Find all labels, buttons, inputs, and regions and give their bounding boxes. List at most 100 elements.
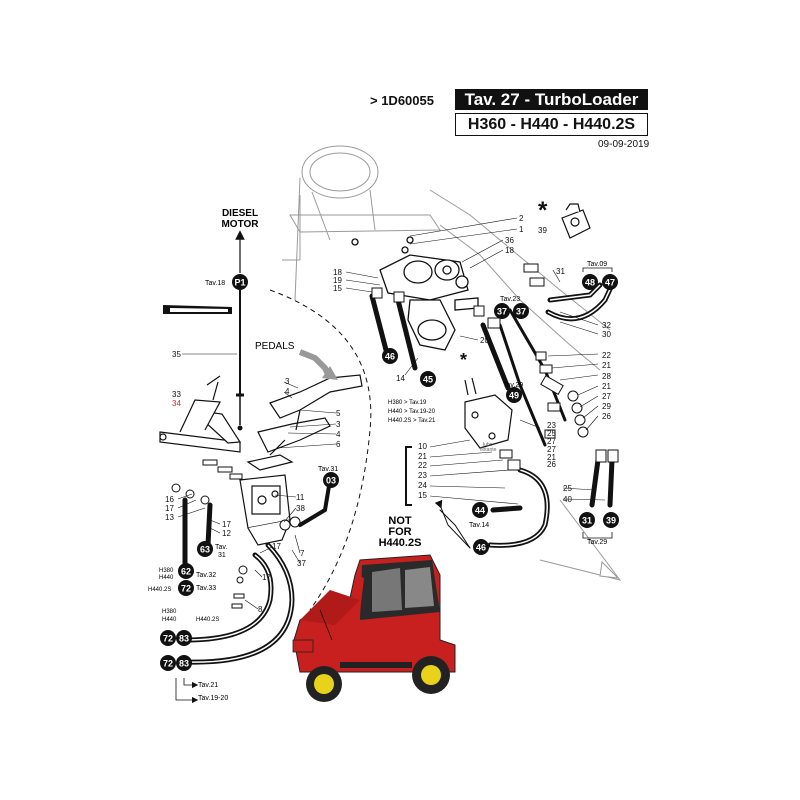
part-number-p29: 29 (602, 402, 611, 411)
tav29-ref-b: Tav.29 (587, 539, 607, 546)
badge-c37b: 37 (513, 303, 529, 319)
part-number-p8: 8 (258, 605, 263, 614)
part-number-p21a: 21 (602, 361, 611, 370)
fittings-right (371, 263, 619, 471)
not-for-label-2: FOR (388, 526, 411, 538)
tav32-ref: Tav.32 (196, 572, 216, 579)
catalog-code: > 1D60055 (370, 93, 434, 108)
part-number-p33: 33 (172, 390, 181, 399)
badge-p1: P1 (232, 274, 248, 290)
badge-label-c46b: 46 (476, 543, 486, 553)
part-number-p35: 35 (172, 350, 181, 359)
part-number-p24: 24 (418, 481, 427, 490)
tav29-ref-a: Tav.29 (503, 382, 523, 389)
revision-date: 09-09-2019 (598, 139, 650, 150)
throttle-cable (236, 290, 244, 431)
tav21-ref: Tav.21 (198, 682, 218, 689)
part-number-p16: 16 (165, 495, 174, 504)
part-number-p27b: 27 (547, 437, 556, 446)
part-number-p3a: 3 (285, 377, 290, 386)
part-number-p4b: 4 (336, 430, 341, 439)
part-number-p18b: 18 (333, 268, 342, 277)
badge-c37a: 37 (494, 303, 510, 319)
part-number-p30: 30 (602, 330, 611, 339)
part-number-p39: 39 (538, 226, 547, 235)
steering-unit (351, 236, 479, 351)
routing-lines-left (175, 678, 199, 704)
pedals-label: PEDALS (255, 341, 295, 352)
badge-c72b: 72 (160, 630, 176, 646)
part-number-p20: 20 (480, 336, 489, 345)
part-number-p21d: 21 (418, 452, 427, 461)
badge-c83b: 83 (176, 655, 192, 671)
part-number-p17b: 17 (222, 520, 231, 529)
model-h4402sb: H440.2S (196, 617, 219, 623)
badge-c63: 63 (197, 541, 213, 557)
badge-c45: 45 (420, 371, 436, 387)
models-title: H360 - H440 - H440.2S (455, 113, 648, 136)
not-for-bracket (405, 446, 412, 506)
badge-label-c44: 44 (475, 506, 485, 516)
part-number-p15a: 15 (333, 284, 342, 293)
bolt-set (171, 459, 301, 609)
part-number-p17a: 17 (165, 504, 174, 513)
traction-motor (239, 474, 291, 546)
ref-h380: H380 > Tav.19 (388, 400, 427, 406)
tav29-bracket (582, 532, 613, 539)
part-number-p27c: 27 (547, 445, 556, 454)
part-number-p3b: 3 (336, 420, 341, 429)
badge-label-c63: 63 (200, 545, 210, 555)
badge-label-c47: 47 (605, 278, 615, 288)
part-number-p32: 32 (602, 321, 611, 330)
model-h440b: H440 (162, 617, 177, 623)
separator-line (269, 289, 372, 611)
badge-c72a: 72 (178, 580, 194, 596)
part-number-p17c: 17 (272, 542, 281, 551)
part-number-p4a: 4 (285, 387, 290, 396)
badge-c72c: 72 (160, 655, 176, 671)
badge-label-c37b: 37 (516, 307, 526, 317)
badge-label-c49: 49 (509, 391, 519, 401)
part-number-p7: 7 (300, 549, 305, 558)
part-number-p23b: 23 (418, 471, 427, 480)
motor-label: MOTOR (221, 219, 259, 230)
valve-block (464, 377, 513, 449)
part-number-p34: 34 (172, 399, 181, 408)
part-number-p26a: 26 (602, 412, 611, 421)
ref-h4402s: H440.2S > Tav.21 (388, 418, 436, 424)
pedal-bracket (159, 375, 242, 453)
badge-c31: 31 (579, 512, 595, 528)
badge-label-c39: 39 (606, 516, 616, 526)
part-number-p31: 31 (556, 267, 565, 276)
badge-label-c62: 62 (181, 567, 191, 577)
badge-label-c83b: 83 (179, 659, 189, 669)
part-number-p23a: 23 (547, 421, 556, 430)
badge-label-c03: 03 (326, 476, 336, 486)
tav18-ref: Tav.18 (205, 280, 225, 287)
leader-lines (177, 217, 606, 610)
part-number-p14: 14 (396, 374, 405, 383)
nut-label: flotante (480, 447, 497, 453)
badge-label-p1: P1 (234, 278, 245, 288)
cab-outline (282, 145, 622, 581)
badge-c49: 49 (506, 387, 522, 403)
badge-label-c31: 31 (582, 516, 592, 526)
part-number-p15b: 15 (418, 491, 427, 500)
badge-label-c46a: 46 (385, 352, 395, 362)
part-number-p22a: 22 (602, 351, 611, 360)
badge-c39: 39 (603, 512, 619, 528)
part-number-p40: 40 (563, 495, 572, 504)
part-number-p38: 38 (296, 504, 305, 513)
badge-c44: 44 (472, 502, 488, 518)
badge-label-c72c: 72 (163, 659, 173, 669)
part-number-p37: 37 (297, 559, 306, 568)
badge-label-c37a: 37 (497, 307, 507, 317)
tav14-arrow (434, 499, 471, 549)
part-number-p2: 2 (519, 214, 524, 223)
part-number-layer: 2136181819153139323020142221282127292623… (165, 214, 611, 614)
hose-inner-lines (489, 284, 613, 547)
tav23-ref: Tav.23 (500, 296, 520, 303)
badge-c03: 03 (323, 472, 339, 488)
